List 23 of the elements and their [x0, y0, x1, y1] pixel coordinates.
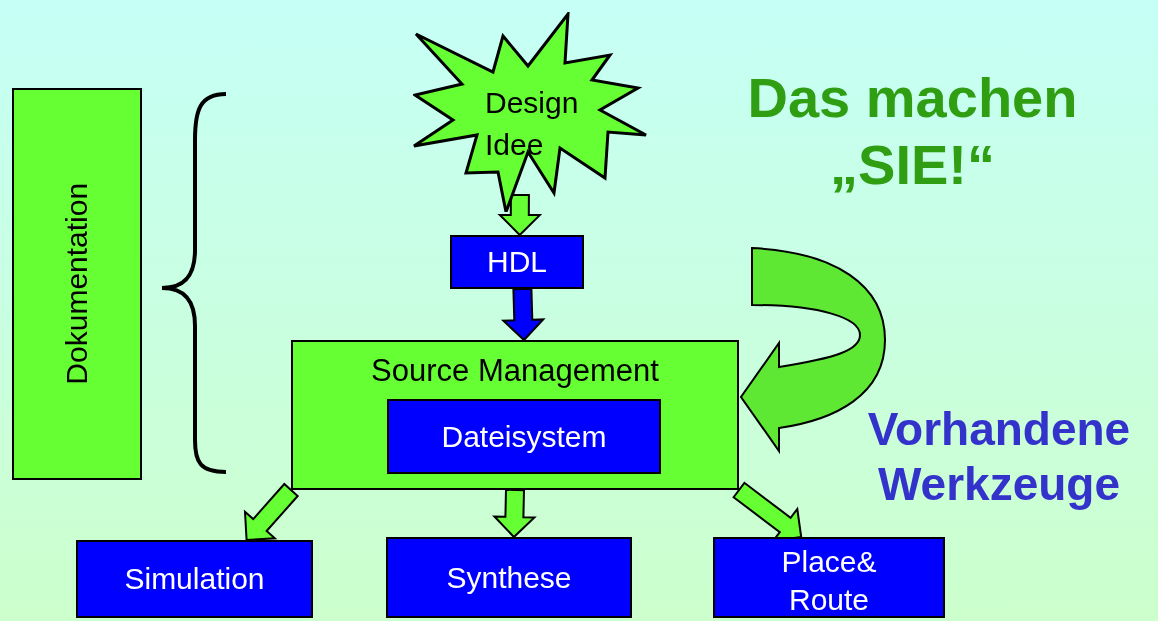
block-arrow — [492, 488, 537, 539]
node-label: Source Management — [371, 352, 659, 390]
node-label: Dokumentation — [59, 183, 95, 385]
process-box — [387, 399, 661, 474]
container-box — [291, 340, 739, 490]
node-label: Place& Route — [780, 544, 878, 618]
node-label: Synthese — [446, 559, 572, 596]
node-label: Design Idee — [485, 85, 580, 163]
block-arrow — [500, 287, 546, 342]
process-box — [386, 537, 632, 618]
block-arrow — [243, 482, 300, 542]
node-label: HDL — [487, 244, 547, 281]
process-box — [76, 540, 313, 618]
documentation-box — [12, 88, 142, 480]
starburst-shape — [413, 12, 648, 212]
block-arrow — [497, 193, 543, 237]
process-box — [450, 235, 584, 289]
node-label: Simulation — [124, 561, 265, 598]
slide-note: Vorhandene Werkzeuge — [866, 402, 1132, 513]
node-label: Dateisystem — [441, 418, 607, 455]
slide-note: Das machen „SIE!“ — [746, 65, 1079, 199]
process-box — [713, 537, 945, 618]
curved-arrow — [740, 247, 886, 452]
